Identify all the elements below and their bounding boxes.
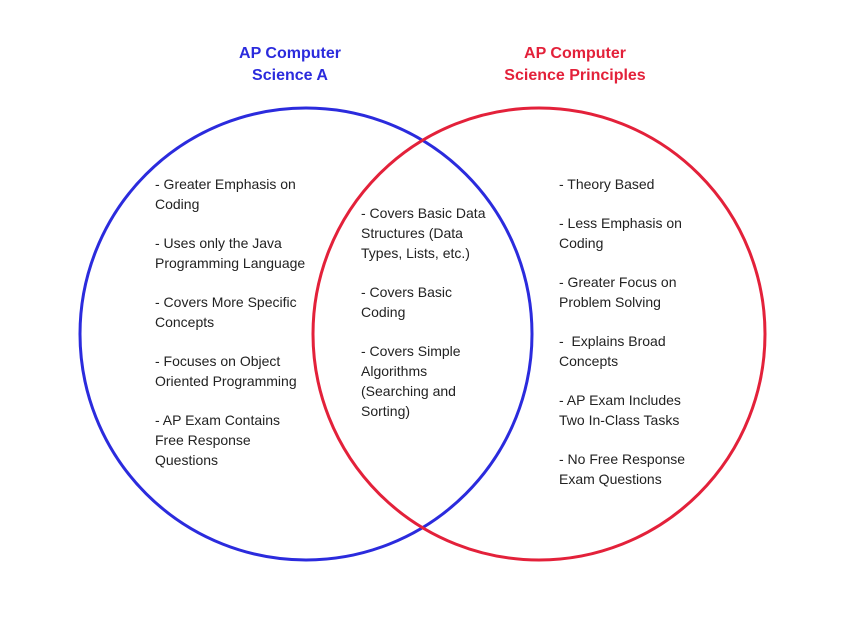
right-only-item-line: - Theory Based	[559, 176, 655, 192]
left-only-item-line: Programming Language	[155, 255, 306, 271]
left-title-line-1: AP Computer	[239, 45, 341, 62]
right-only-item-line: Concepts	[559, 353, 619, 369]
right-only-item: - Less Emphasis on Coding	[559, 213, 729, 253]
right-circle	[311, 106, 767, 562]
overlap-item-line: - Covers Simple	[361, 343, 461, 359]
overlap-item-line: - Covers Basic Data	[361, 205, 486, 221]
overlap-item-line: (Searching and	[361, 383, 456, 399]
left-only-item-line: Coding	[155, 196, 200, 212]
right-only-item-line: - Explains Broad	[559, 333, 666, 349]
right-only-item: - Theory Based	[559, 174, 729, 194]
left-only-item: - Greater Emphasis on Coding	[155, 174, 325, 214]
left-only-item-line: - Covers More Specific	[155, 294, 297, 310]
right-only-item-line: - Greater Focus on	[559, 274, 677, 290]
left-only-item-line: Free Response	[155, 432, 251, 448]
right-title: AP Computer Science Principles	[465, 43, 685, 87]
left-only-item-line: - Greater Emphasis on	[155, 176, 296, 192]
overlap-item-line: Structures (Data	[361, 225, 463, 241]
overlap-item-line: Types, Lists, etc.)	[361, 245, 470, 261]
left-circle	[78, 106, 534, 562]
left-only-item-line: - Focuses on Object	[155, 353, 281, 369]
right-only-item-line: Coding	[559, 235, 604, 251]
right-only-item-line: - No Free Response	[559, 451, 686, 467]
left-only-item-line: Questions	[155, 452, 219, 468]
right-only-item-line: - AP Exam Includes	[559, 392, 681, 408]
right-only-item-line: Two In-Class Tasks	[559, 412, 680, 428]
left-only-item-line: - AP Exam Contains	[155, 412, 281, 428]
left-title: AP Computer Science A	[195, 43, 385, 87]
right-title-line-2: Science Principles	[504, 67, 646, 84]
overlap-item-line: Algorithms	[361, 363, 428, 379]
right-only-item-line: - Less Emphasis on	[559, 215, 682, 231]
overlap-item-line: - Covers Basic	[361, 284, 453, 300]
overlap-item-line: Coding	[361, 304, 406, 320]
left-only-list: - Greater Emphasis on Coding - Uses only t…	[155, 174, 325, 489]
left-only-item-line: Concepts	[155, 314, 215, 330]
right-title-line-1: AP Computer	[524, 45, 626, 62]
right-only-item-line: Exam Questions	[559, 471, 662, 487]
right-only-item: - Greater Focus on Problem Solving	[559, 272, 729, 312]
left-only-item-line: - Uses only the Java	[155, 235, 282, 251]
right-only-item-line: Problem Solving	[559, 294, 661, 310]
overlap-item-line: Sorting)	[361, 403, 411, 419]
left-title-line-2: Science A	[252, 67, 328, 84]
left-only-item-line: Oriented Programming	[155, 373, 297, 389]
